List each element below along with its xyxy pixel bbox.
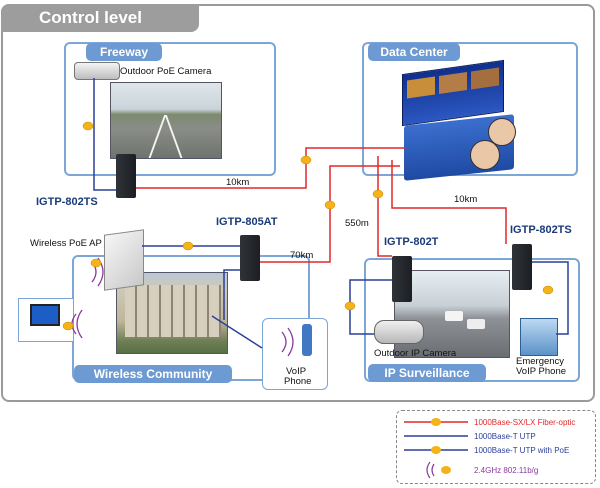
legend-badge	[431, 418, 441, 426]
link-badge	[344, 301, 356, 311]
link-badge	[90, 258, 102, 268]
link-badge	[82, 121, 94, 131]
laptop-icon	[30, 304, 60, 326]
fiber-link	[136, 147, 406, 189]
utp-link	[532, 261, 569, 335]
outdoor-poe-camera-icon	[74, 62, 120, 80]
freeway-zone-title: Freeway	[86, 43, 162, 61]
legend-poe-label: 1000Base-T UTP with PoE	[474, 446, 570, 455]
legend-wifi-icon	[431, 463, 435, 477]
link-badge	[324, 200, 336, 210]
distance-label: 70km	[290, 250, 314, 261]
emergency-label-line2: VoIP Phone	[516, 366, 567, 377]
distance-label: 10km	[454, 194, 478, 205]
outdoor-ip-camera-icon	[374, 320, 424, 344]
link-badge	[62, 321, 74, 331]
igtp-802ts-right-switch	[512, 244, 532, 290]
voip-phone-label-line1: VoIP	[286, 366, 307, 377]
igtp-805at-switch	[240, 235, 260, 281]
voip-phone-label-line2: Phone	[284, 376, 312, 387]
freeway-photo	[110, 82, 222, 159]
legend-wifi-icon	[426, 461, 431, 479]
operator-icon	[470, 140, 500, 170]
ip-surveillance-zone-title: IP Surveillance	[368, 364, 486, 382]
igtp-805at-label: IGTP-805AT	[216, 216, 278, 228]
legend	[396, 410, 596, 484]
igtp-802t-switch	[392, 256, 412, 302]
utp-link	[93, 78, 116, 191]
diagram-title: Control level	[1, 4, 199, 32]
voip-phone-icon	[302, 324, 312, 356]
fiber-link	[377, 156, 392, 257]
legend-badge	[431, 446, 441, 454]
fiber-link	[391, 160, 507, 244]
igtp-802ts-left-label: IGTP-802TS	[36, 196, 98, 208]
outdoor-ip-camera-label: Outdoor IP Camera	[374, 348, 457, 359]
wifi-arc	[76, 309, 83, 339]
emergency-label-line1: Emergency	[516, 356, 565, 367]
link-badge	[542, 285, 554, 295]
link-badge	[300, 155, 312, 165]
igtp-802ts-right-label: IGTP-802TS	[510, 224, 572, 236]
wifi-arc	[287, 327, 294, 357]
wireless-poe-ap-label: Wireless PoE AP	[30, 238, 102, 249]
wireless-community-photo	[116, 272, 228, 354]
outdoor-poe-camera-label: Outdoor PoE Camera	[120, 66, 212, 77]
igtp-802t-label: IGTP-802T	[384, 236, 439, 248]
distance-label: 550m	[345, 218, 369, 229]
link-badge	[182, 241, 194, 251]
legend-badge	[441, 466, 451, 474]
distance-label: 10km	[226, 177, 250, 188]
emergency-voip-phone-icon	[520, 318, 558, 356]
utp-link	[223, 269, 240, 320]
link-badge	[372, 189, 384, 199]
utp-link	[211, 315, 263, 349]
wifi-arc	[281, 331, 287, 353]
legend-utp-label: 1000Base-T UTP	[474, 432, 536, 441]
fiber-link	[260, 165, 400, 263]
data-center-zone-title: Data Center	[368, 43, 460, 61]
wireless-community-zone-title: Wireless Community	[74, 365, 232, 383]
voip-phone-frame	[262, 318, 328, 390]
legend-fiber-label: 1000Base-SX/LX Fiber-optic	[474, 418, 576, 427]
igtp-802ts-left-switch	[116, 154, 136, 198]
legend-wifi-label: 2.4GHz 802.11b/g	[474, 466, 539, 475]
